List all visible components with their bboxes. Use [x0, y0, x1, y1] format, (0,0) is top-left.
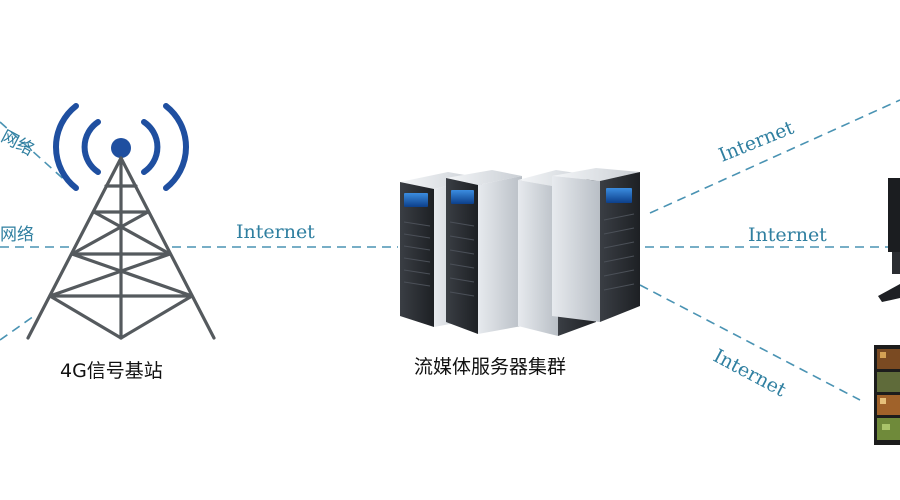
link-label-left-mid: 网络 [0, 225, 34, 245]
server-cluster-icon [400, 168, 640, 336]
link-label-servers-bottom-right: Internet [710, 345, 790, 402]
desktop-computer-icon [878, 178, 900, 302]
connection-lines [0, 99, 900, 401]
server-cluster-caption: 流媒体服务器集群 [414, 356, 567, 378]
link-left-top-line [0, 121, 79, 193]
link-servers-bottom-right-line [639, 284, 861, 401]
server-unit-icon [552, 168, 640, 322]
antenna-head-icon [111, 138, 131, 158]
link-left-bottom-line [0, 315, 35, 341]
tower-caption: 4G信号基站 [60, 360, 163, 382]
signal-wave-icon [52, 103, 190, 191]
link-label-servers-right: Internet [748, 224, 827, 246]
cell-tower-icon [26, 103, 216, 340]
video-wall-icon [874, 345, 900, 445]
link-label-servers-top-right: Internet [716, 117, 798, 167]
link-label-left-top: 网络 [0, 127, 37, 161]
server-unit-icon [446, 170, 522, 334]
link-label-tower-servers: Internet [236, 221, 315, 243]
link-servers-top-right-line [649, 99, 900, 214]
